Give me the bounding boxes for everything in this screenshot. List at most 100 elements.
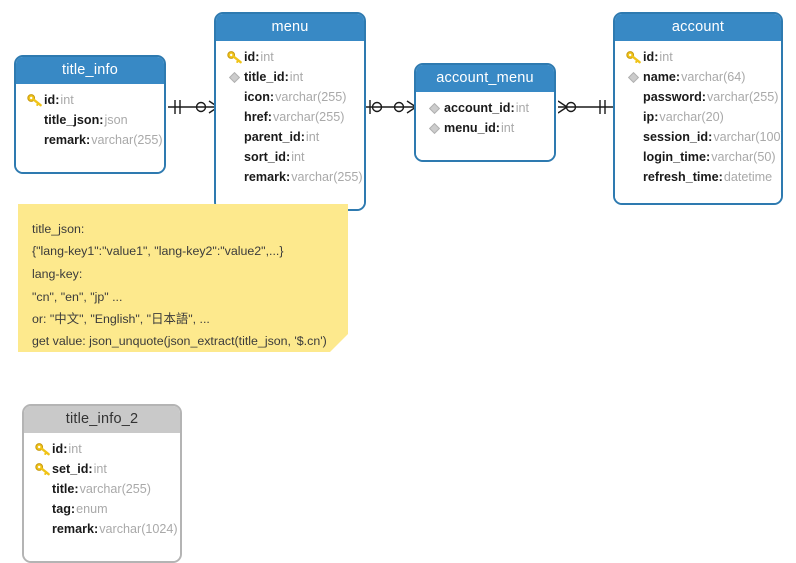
field-row[interactable]: remark: varchar(1024): [28, 519, 178, 539]
field-row[interactable]: title: varchar(255): [28, 479, 176, 499]
sticky-note-title_json[interactable]: title_json: {"lang-key1":"value1", "lang…: [18, 204, 348, 352]
entity-fields-title_info: id: int title_json: json remark: varchar…: [16, 84, 164, 172]
entity-fields-account_menu: account_id: int menu_id: int: [416, 92, 554, 160]
relationship-title_info-menu[interactable]: [168, 96, 218, 118]
field-type: varchar(1024): [99, 522, 178, 536]
note-line: or: "中文", "English", "日本語", ...: [32, 312, 210, 326]
field-row[interactable]: id: int: [20, 90, 160, 110]
field-name: parent_id: [244, 130, 301, 144]
field-row[interactable]: icon: varchar(255): [220, 87, 360, 107]
field-name: id: [643, 50, 655, 64]
field-type: varchar(64): [681, 70, 746, 84]
note-line: {"lang-key1":"value1", "lang-key2":"valu…: [32, 244, 284, 258]
field-type: varchar(255): [273, 110, 345, 124]
field-colon: :: [94, 522, 99, 536]
field-row[interactable]: ip: varchar(20): [619, 107, 777, 127]
field-name: password: [643, 90, 702, 104]
field-row[interactable]: href: varchar(255): [220, 107, 360, 127]
blank-icon: [24, 132, 44, 148]
field-name: title: [52, 482, 75, 496]
field-name: menu_id: [444, 121, 496, 135]
field-name: id: [44, 93, 56, 107]
field-row[interactable]: parent_id: int: [220, 127, 360, 147]
blank-icon: [32, 521, 52, 537]
field-name: title_json: [44, 113, 100, 127]
blank-icon: [32, 501, 52, 517]
field-row[interactable]: id: int: [220, 47, 360, 67]
note-line: get value: json_unquote(json_extract(tit…: [32, 334, 327, 348]
entity-title-menu: menu: [216, 14, 364, 41]
field-name: ip: [643, 110, 655, 124]
key-icon: [32, 441, 52, 457]
field-type: int: [68, 442, 82, 456]
blank-icon: [224, 149, 244, 165]
entity-title-title_info: title_info: [16, 57, 164, 84]
field-row[interactable]: id: int: [619, 47, 777, 67]
field-row[interactable]: remark: varchar(255): [20, 130, 163, 150]
field-colon: :: [284, 70, 289, 84]
field-row[interactable]: remark: varchar(255): [220, 167, 363, 187]
field-row[interactable]: tag: enum: [28, 499, 176, 519]
blank-icon: [24, 112, 44, 128]
field-colon: :: [267, 110, 272, 124]
field-row[interactable]: password: varchar(255): [619, 87, 779, 107]
field-row[interactable]: login_time: varchar(50): [619, 147, 777, 167]
field-row[interactable]: account_id: int: [420, 98, 550, 118]
field-type: varchar(100): [713, 130, 783, 144]
field-name: href: [244, 110, 268, 124]
field-row[interactable]: title_json: json: [20, 110, 160, 130]
entity-bottom-spacer: [220, 187, 360, 199]
field-colon: :: [86, 133, 91, 147]
field-row[interactable]: set_id: int: [28, 459, 176, 479]
field-colon: :: [55, 93, 60, 107]
field-row[interactable]: title_id: int: [220, 67, 360, 87]
note-fold-corner: [330, 334, 348, 352]
field-type: int: [501, 121, 515, 135]
blank-icon: [623, 129, 643, 145]
relationship-account_menu-account[interactable]: [558, 96, 614, 118]
key-icon: [623, 49, 643, 65]
field-colon: :: [74, 482, 79, 496]
field-type: varchar(20): [659, 110, 724, 124]
blank-icon: [623, 109, 643, 125]
field-type: int: [289, 70, 304, 84]
field-row[interactable]: name: varchar(64): [619, 67, 777, 87]
key-icon: [32, 461, 52, 477]
field-name: refresh_time: [643, 170, 719, 184]
field-row[interactable]: id: int: [28, 439, 176, 459]
field-name: id: [244, 50, 256, 64]
field-type: varchar(255): [707, 90, 779, 104]
entity-bottom-spacer: [619, 187, 777, 193]
entity-title_info[interactable]: title_info id: int title_json: json: [14, 55, 166, 174]
entity-title_info_2[interactable]: title_info_2 id: int: [22, 404, 182, 563]
field-row[interactable]: sort_id: int: [220, 147, 360, 167]
note-line: "cn", "en", "jp" ...: [32, 290, 123, 304]
field-name: login_time: [643, 150, 706, 164]
entity-menu[interactable]: menu id: int: [214, 12, 366, 211]
entity-account[interactable]: account id: int: [613, 12, 783, 205]
field-name: session_id: [643, 130, 709, 144]
relationship-menu-account_menu[interactable]: [366, 96, 416, 118]
field-type: varchar(255): [275, 90, 347, 104]
field-colon: :: [70, 502, 76, 516]
blank-icon: [623, 149, 643, 165]
field-type: datetime: [723, 170, 773, 184]
field-colon: :: [88, 462, 93, 476]
field-colon: :: [255, 50, 260, 64]
field-colon: :: [269, 90, 275, 104]
field-type: varchar(50): [711, 150, 776, 164]
field-type: json: [104, 113, 128, 127]
entity-title-account: account: [615, 14, 781, 41]
field-colon: :: [286, 150, 291, 164]
blank-icon: [224, 109, 244, 125]
field-colon: :: [718, 170, 723, 184]
field-row[interactable]: menu_id: int: [420, 118, 550, 138]
field-row[interactable]: session_id: varchar(100): [619, 127, 781, 147]
field-row[interactable]: refresh_time: datetime: [619, 167, 777, 187]
field-type: int: [515, 101, 529, 115]
note-line: lang-key:: [32, 267, 83, 281]
field-name: name: [643, 70, 676, 84]
entity-account_menu[interactable]: account_menu account_id: int menu_id:: [414, 63, 556, 162]
key-icon: [24, 92, 44, 108]
